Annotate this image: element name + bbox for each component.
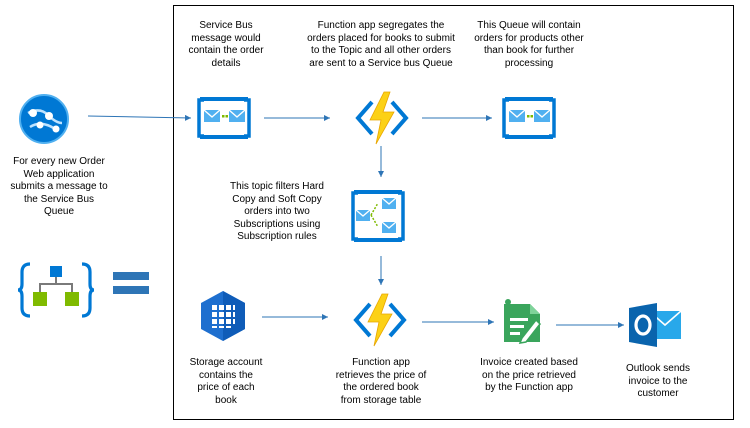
storage-table-icon [198, 290, 248, 347]
function1-label: Function app segregates the orders place… [307, 20, 455, 69]
topic-label: This topic filters Hard Copy and Soft Co… [230, 181, 324, 242]
storage-label: Storage account contains the price of ea… [189, 357, 263, 406]
invoice-document-icon [500, 298, 544, 351]
globe-network-icon [18, 93, 70, 150]
outlook-icon [629, 303, 683, 352]
outlook-label: Outlook sends invoice to the customer [626, 363, 690, 399]
service-bus-queue-icon [196, 97, 252, 144]
equals-icon [113, 272, 149, 301]
queue2-label: This Queue will contain orders for produ… [474, 20, 584, 69]
invoice-label: Invoice created based on the price retri… [480, 357, 578, 393]
service-bus-queue-icon-2 [501, 97, 557, 144]
function2-label: Function app retrieves the price of the … [335, 357, 427, 406]
queue1-label: Service Bus message would contain the or… [188, 20, 264, 69]
azure-function-icon [354, 90, 410, 151]
logic-app-icon [17, 260, 95, 325]
web-app-label: For every new Order Web application subm… [10, 156, 108, 217]
arrow-webapp-to-queue [87, 114, 192, 121]
workflow-frame [173, 5, 734, 420]
azure-function-icon-2 [352, 292, 408, 353]
service-bus-topic-icon [350, 190, 406, 247]
